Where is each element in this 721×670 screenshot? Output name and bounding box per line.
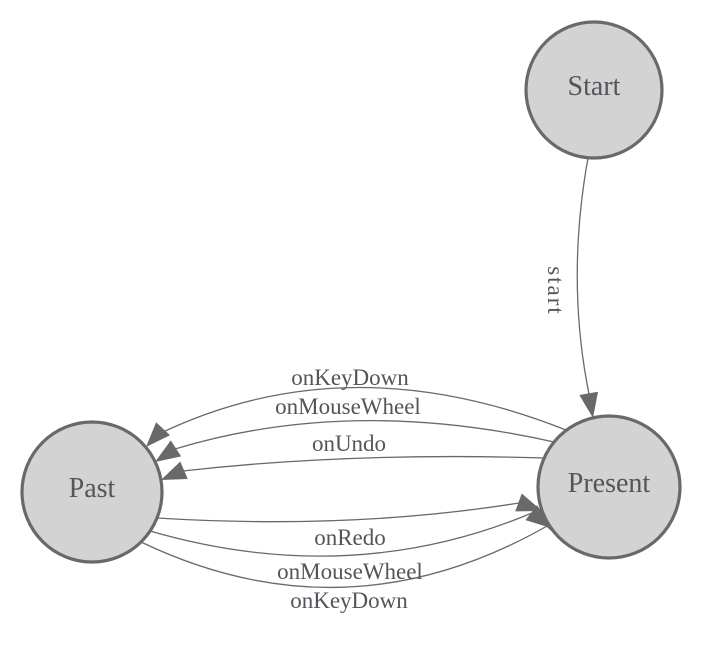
edge-label-present-to-past-undo: onUndo bbox=[312, 431, 386, 456]
edge-present-to-past-undo bbox=[182, 455, 545, 472]
edge-past-to-present-mousewheel bbox=[149, 512, 533, 557]
arrowhead-start-to-present bbox=[579, 391, 599, 418]
arrowhead-present-to-past-keydown bbox=[146, 422, 170, 447]
nodes-layer: Start Present Past bbox=[20, 20, 682, 564]
edge-label-past-to-present-redo: onRedo bbox=[314, 525, 386, 550]
arrowhead-past-to-present-mousewheel bbox=[525, 505, 551, 528]
edge-present-to-past-keydown bbox=[162, 386, 567, 433]
edge-present-to-past-mousewheel bbox=[174, 419, 555, 450]
edge-labels-layer: start onKeyDown onMouseWheel onUndo onRe… bbox=[275, 266, 568, 613]
edge-past-to-present-keydown bbox=[140, 521, 555, 589]
state-node-present-circle bbox=[536, 414, 682, 560]
node-label-past: Past bbox=[69, 473, 116, 504]
edge-past-to-present-redo bbox=[156, 502, 520, 523]
node-label-present: Present bbox=[568, 468, 651, 499]
state-node-start-circle bbox=[524, 20, 664, 160]
arrowhead-past-to-present-redo bbox=[515, 493, 542, 512]
state-node-present: Present bbox=[536, 414, 682, 560]
edge-label-past-to-present-keydown: onKeyDown bbox=[290, 588, 408, 613]
arrowhead-present-to-past-undo bbox=[161, 461, 188, 480]
node-label-start: Start bbox=[568, 71, 621, 102]
state-node-start: Start bbox=[524, 20, 664, 160]
edges-layer bbox=[140, 157, 590, 589]
edge-label-present-to-past-mousewheel: onMouseWheel bbox=[275, 394, 421, 419]
edge-label-start: start bbox=[543, 266, 568, 316]
edge-start-to-present bbox=[576, 157, 590, 395]
state-node-past: Past bbox=[20, 420, 164, 564]
edge-label-present-to-past-keydown: onKeyDown bbox=[291, 365, 409, 390]
arrowhead-present-to-past-mousewheel bbox=[155, 440, 182, 462]
edge-label-past-to-present-mousewheel: onMouseWheel bbox=[277, 559, 423, 584]
state-node-past-circle bbox=[20, 420, 164, 564]
